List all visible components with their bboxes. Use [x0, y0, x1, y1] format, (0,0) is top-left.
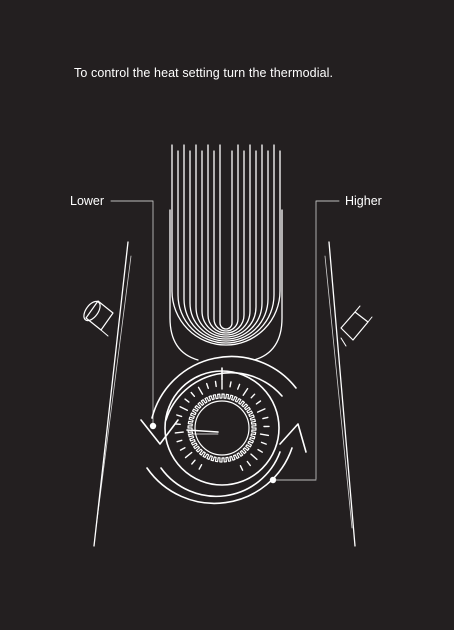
- dial-tick: [239, 465, 244, 471]
- dial-tick: [257, 448, 263, 453]
- dial-tick: [176, 439, 183, 443]
- dial-tick: [191, 459, 196, 465]
- dial-tick: [190, 391, 196, 397]
- dial-tick: [260, 441, 267, 445]
- dial-gear-teeth: [187, 393, 257, 463]
- heating-fin: [219, 144, 233, 330]
- dial-tick: [250, 393, 256, 399]
- lower-leader-line: [110, 200, 154, 427]
- dial-tick: [179, 447, 186, 451]
- body-left-inner: [95, 255, 132, 529]
- dial-tick: [184, 398, 190, 403]
- dial-tick: [198, 464, 203, 470]
- heating-fin: [183, 144, 269, 342]
- fin-outer-left: [169, 209, 199, 361]
- dial-tick: [197, 386, 204, 395]
- dial-pointer: [186, 429, 219, 433]
- heating-fin: [189, 144, 263, 340]
- dial-tick: [250, 453, 258, 461]
- higher-leader-line: [315, 200, 340, 480]
- body-left-outline: [93, 241, 129, 547]
- left-side-knob: [83, 300, 114, 337]
- heating-fin: [207, 144, 245, 334]
- dial-tick: [176, 414, 183, 418]
- dial-tick: [184, 451, 193, 459]
- heating-fin: [201, 144, 251, 336]
- lower-leader-dot: [149, 422, 157, 430]
- heating-element: [169, 144, 283, 361]
- dial-center-face: [194, 400, 250, 456]
- body-right-inner: [324, 255, 353, 529]
- dial-tick: [205, 382, 210, 389]
- dial-tick: [256, 408, 266, 413]
- body-right-outline: [328, 241, 356, 547]
- instruction-text: To control the heat setting turn the the…: [74, 66, 334, 80]
- dial-tick: [214, 380, 217, 388]
- dial-tick: [262, 416, 269, 420]
- higher-leader-dot: [269, 476, 277, 484]
- dial-tick: [246, 460, 252, 467]
- dial-tick: [174, 431, 184, 434]
- dial-ticks: [174, 380, 270, 471]
- dial-tick: [255, 400, 262, 405]
- dial-tick: [179, 406, 189, 411]
- dial-tick: [236, 383, 241, 390]
- thermodial[interactable]: [164, 367, 280, 486]
- dial-tick: [229, 381, 232, 388]
- heating-fin: [171, 144, 281, 346]
- heating-fin: [195, 144, 257, 338]
- fin-outer-right: [253, 209, 283, 361]
- rotate-counterclockwise-arrow: [140, 355, 297, 445]
- dial-tick: [259, 433, 270, 437]
- heating-fin: [213, 144, 239, 332]
- heating-fin: [177, 144, 275, 344]
- dial-tick: [242, 387, 249, 396]
- lower-label: Lower: [70, 194, 105, 208]
- right-side-knob: [340, 305, 373, 347]
- dial-gear: [187, 393, 257, 463]
- rotate-clockwise-arrow: [146, 423, 307, 505]
- higher-label: Higher: [345, 194, 382, 208]
